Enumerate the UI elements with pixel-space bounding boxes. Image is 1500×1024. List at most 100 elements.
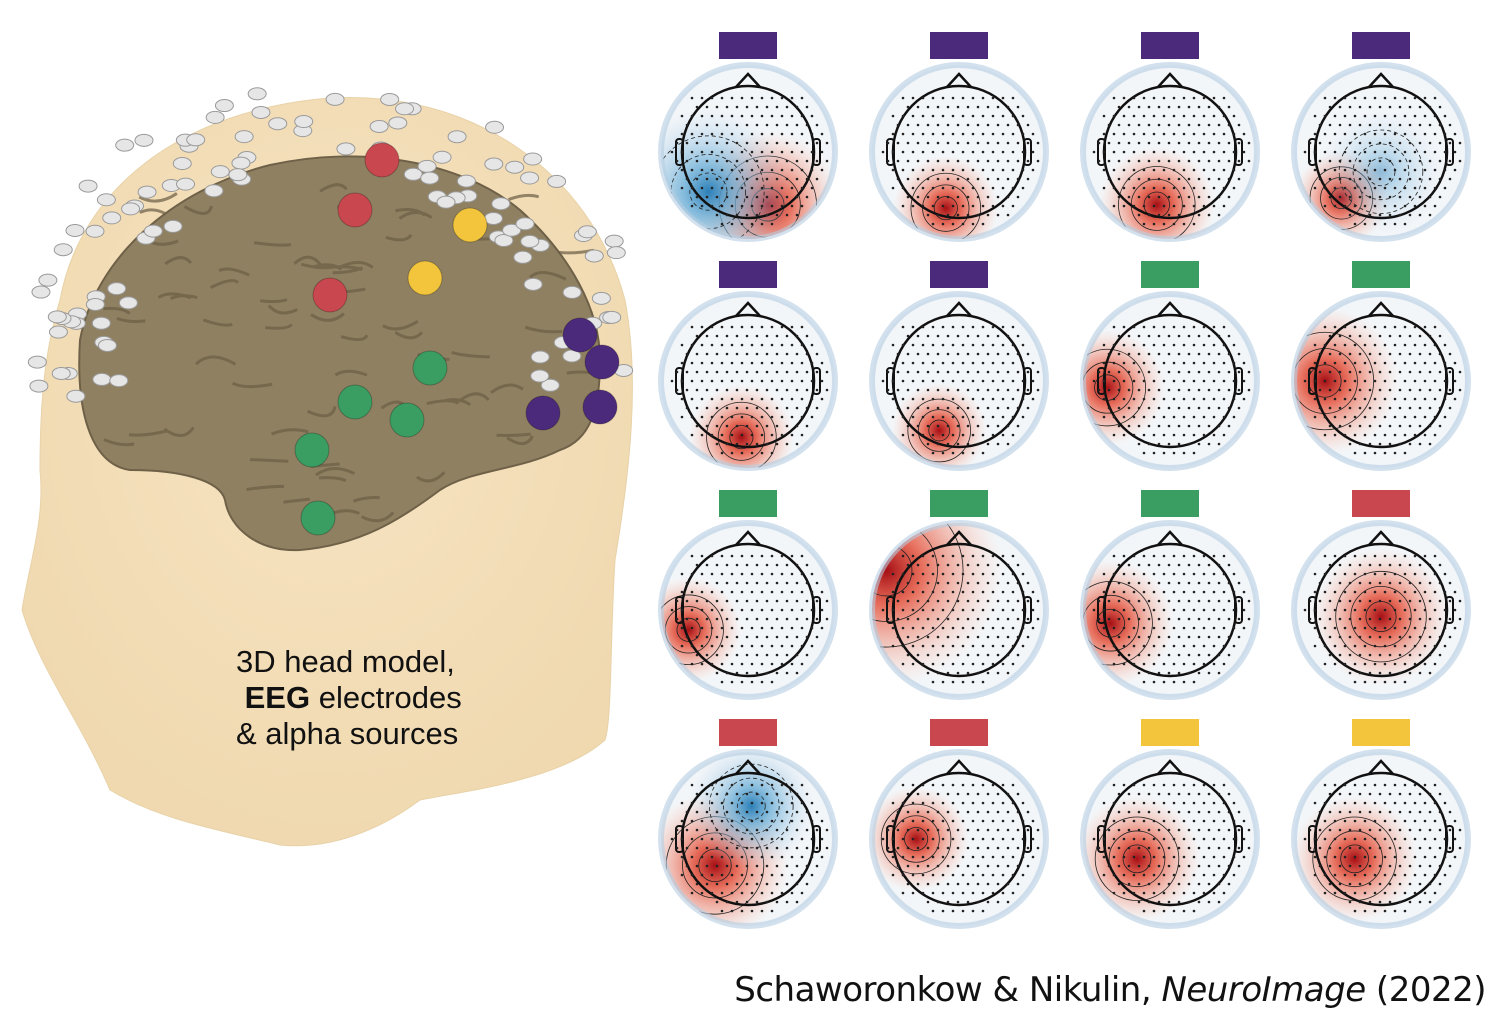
sensor — [1358, 123, 1362, 127]
sensor — [1016, 177, 1020, 181]
sensor — [1373, 626, 1377, 630]
sensor — [765, 177, 769, 181]
sensor — [775, 828, 779, 832]
sensor — [1147, 828, 1151, 832]
sensor — [1353, 662, 1357, 666]
sensor — [1378, 442, 1382, 446]
sensor — [976, 105, 980, 109]
sensor — [1438, 653, 1442, 657]
sensor — [986, 406, 990, 410]
gyrus — [267, 304, 299, 315]
sensor — [1011, 855, 1015, 859]
sensor — [790, 572, 794, 576]
sensor — [700, 891, 704, 895]
sensor — [1343, 855, 1347, 859]
sensor — [825, 846, 829, 850]
sensor-dots — [881, 554, 1040, 684]
sensor — [1368, 406, 1372, 410]
sensor — [1232, 379, 1236, 383]
sensor — [936, 406, 940, 410]
electrode — [29, 379, 49, 393]
sensor — [956, 635, 960, 639]
sensor — [1142, 415, 1146, 419]
sensor — [1187, 105, 1191, 109]
sensor — [1453, 361, 1457, 365]
sensor — [1323, 590, 1327, 594]
sensor — [1117, 653, 1121, 657]
sensor — [946, 159, 950, 163]
sensor — [1423, 96, 1427, 100]
positive-field — [872, 523, 1003, 687]
sensor — [1438, 424, 1442, 428]
sensor — [951, 451, 955, 455]
sensor — [1313, 801, 1317, 805]
sensor — [981, 96, 985, 100]
sensor — [951, 433, 955, 437]
sensor — [800, 325, 804, 329]
sensor — [1433, 837, 1437, 841]
sensor — [926, 810, 930, 814]
sensor — [670, 150, 674, 154]
sensor — [1102, 150, 1106, 154]
sensor — [1418, 900, 1422, 904]
sensor — [926, 599, 930, 603]
sensor — [1423, 783, 1427, 787]
sensor — [956, 424, 960, 428]
sensor — [1192, 855, 1196, 859]
sensor — [1177, 828, 1181, 832]
sensor — [1092, 150, 1096, 154]
sensor — [1328, 581, 1332, 585]
sensor — [1162, 451, 1166, 455]
sensor — [891, 819, 895, 823]
sensor — [1403, 325, 1407, 329]
sensor — [1142, 433, 1146, 437]
sensor — [735, 810, 739, 814]
sensor — [815, 388, 819, 392]
sensor — [1398, 213, 1402, 217]
sensor — [715, 141, 719, 145]
sensor — [1353, 379, 1357, 383]
sensor — [1338, 388, 1342, 392]
sensor — [720, 891, 724, 895]
gyrus — [253, 241, 292, 247]
sensor — [1167, 671, 1171, 675]
sensor — [685, 846, 689, 850]
sensor — [901, 819, 905, 823]
sensor — [1097, 159, 1101, 163]
category-label-red — [719, 719, 777, 746]
sensor — [1006, 177, 1010, 181]
sensor — [1353, 433, 1357, 437]
sensor — [1313, 572, 1317, 576]
sensor — [1383, 96, 1387, 100]
sensor — [695, 828, 699, 832]
sensor — [1313, 837, 1317, 841]
sensor — [750, 801, 754, 805]
sensor — [805, 141, 809, 145]
sensor — [750, 590, 754, 594]
sensor — [1192, 891, 1196, 895]
sensor — [1373, 855, 1377, 859]
sensor — [770, 186, 774, 190]
sensor — [1036, 599, 1040, 603]
sensor — [730, 909, 734, 913]
sensor — [931, 909, 935, 913]
sensor — [936, 442, 940, 446]
sensor — [936, 123, 940, 127]
gyrus — [524, 325, 563, 334]
sensor — [1353, 644, 1357, 648]
sensor — [1217, 388, 1221, 392]
sensor — [941, 168, 945, 172]
sensor — [1363, 801, 1367, 805]
sensor — [1378, 195, 1382, 199]
sensor — [1222, 168, 1226, 172]
topomap-rim — [658, 291, 838, 471]
sensor — [820, 626, 824, 630]
sensor — [685, 581, 689, 585]
sensor — [725, 792, 729, 796]
sensor — [705, 352, 709, 356]
sensor — [1172, 397, 1176, 401]
sensor — [1383, 415, 1387, 419]
sensor — [1232, 608, 1236, 612]
sensor — [1328, 617, 1332, 621]
sensor — [1036, 141, 1040, 145]
